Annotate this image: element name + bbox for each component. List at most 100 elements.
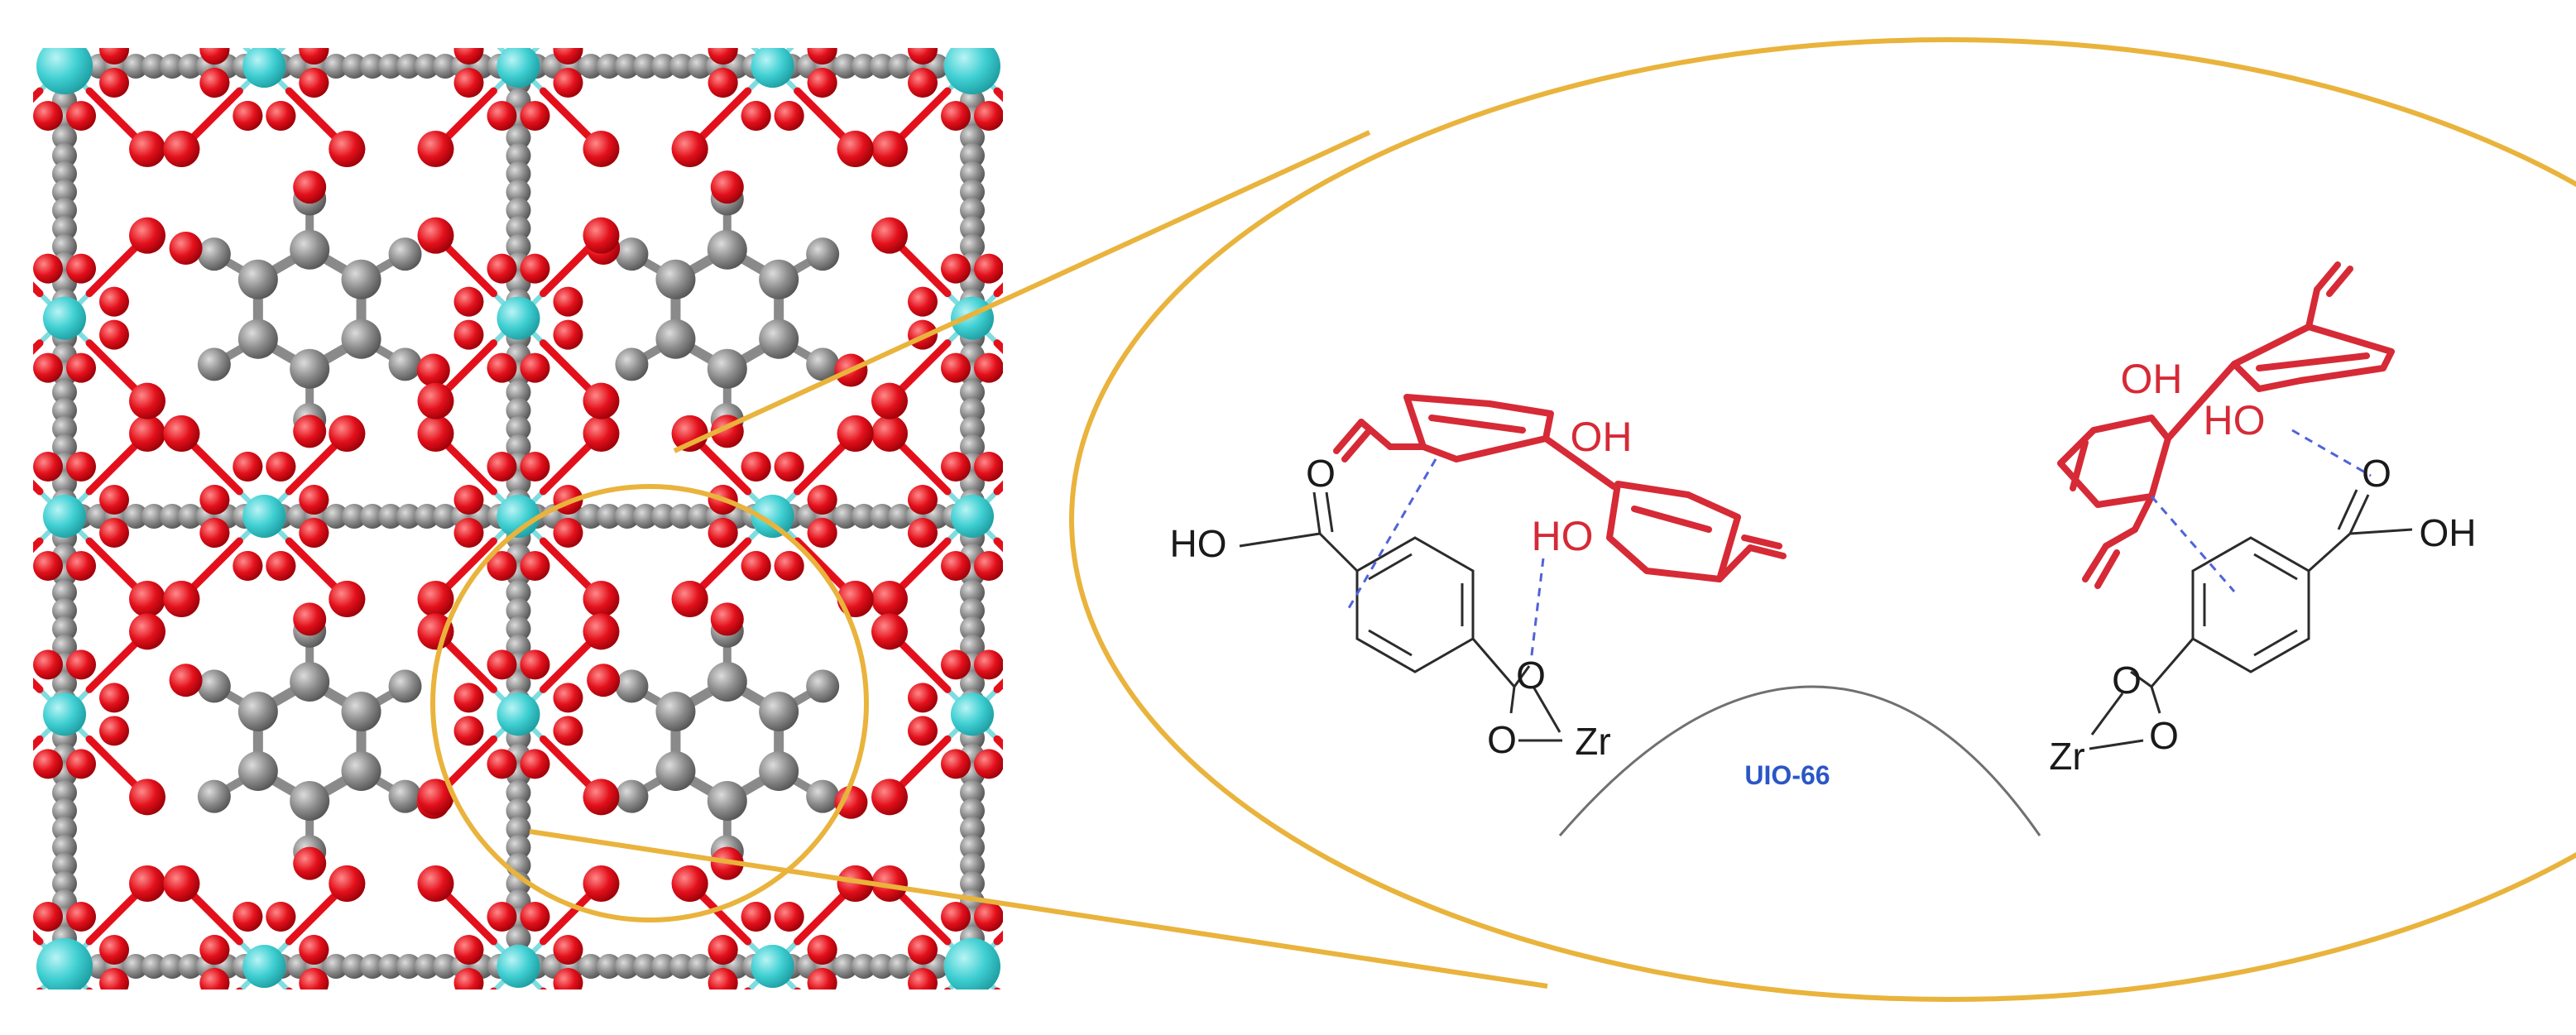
oxygen-atom xyxy=(775,1001,804,1031)
zirconium-atom xyxy=(944,938,1000,989)
oxygen-atom xyxy=(233,902,263,932)
carboxylate-bond xyxy=(798,0,856,41)
oxygen-atom xyxy=(293,170,327,204)
oxygen-atom xyxy=(974,749,1003,779)
oxygen-atom xyxy=(163,0,199,2)
oxygen-atom xyxy=(0,320,30,350)
carbon-atom xyxy=(506,125,531,150)
carbon-atom xyxy=(669,54,694,79)
oxygen-atom xyxy=(587,664,621,697)
carbon-atom xyxy=(597,54,621,79)
zirconium-atom xyxy=(43,692,86,736)
oxygen-atom xyxy=(0,935,30,965)
carbon-atom xyxy=(669,504,694,529)
carbon-atom xyxy=(759,319,799,359)
ring-o-left-1: O xyxy=(1516,654,1546,697)
carbon-atom xyxy=(615,504,640,529)
oxygen-atom xyxy=(1007,683,1037,712)
oxygen-atom xyxy=(553,319,583,350)
carbon-atom xyxy=(615,954,640,979)
oxygen-atom xyxy=(1037,383,1073,419)
carbon-atom xyxy=(506,198,531,223)
oxygen-atom xyxy=(453,968,484,989)
oxygen-atom xyxy=(583,1031,620,1035)
ring-o-right-1: O xyxy=(2112,659,2142,702)
oxygen-atom xyxy=(1007,68,1037,98)
zirconium-atom xyxy=(496,692,540,736)
carbon-atom xyxy=(52,380,77,405)
pi-pi-right xyxy=(2150,496,2236,592)
oxygen-atom xyxy=(129,1031,165,1035)
oxygen-atom xyxy=(66,2,96,31)
zirconium-atom xyxy=(496,296,540,340)
carbon-atom xyxy=(578,54,603,79)
oxygen-atom xyxy=(129,613,165,650)
carbon-atom xyxy=(506,598,531,623)
oxygen-atom xyxy=(417,217,454,254)
carbon-atom xyxy=(615,779,649,813)
oxygen-atom xyxy=(417,865,454,902)
oxygen-atom xyxy=(453,935,484,965)
oxygen-atom xyxy=(487,352,517,383)
carbon-atom xyxy=(52,180,77,204)
oxygen-atom xyxy=(233,2,262,31)
oxygen-atom xyxy=(908,286,938,317)
oxygen-atom xyxy=(329,0,365,2)
oxygen-atom xyxy=(99,683,129,713)
carbon-atom xyxy=(960,580,985,605)
carbon-atom xyxy=(123,54,148,79)
oxygen-atom xyxy=(1037,131,1073,167)
oxygen-atom xyxy=(908,716,938,746)
left-guest-molecule xyxy=(1333,394,1787,582)
carbon-atom xyxy=(197,779,231,813)
carbon-atom xyxy=(651,954,676,979)
carbon-atom xyxy=(433,54,458,79)
carbon-atom xyxy=(806,347,840,381)
oxygen-atom xyxy=(941,253,971,284)
carbon-atom xyxy=(960,635,985,659)
oxygen-atom xyxy=(487,649,517,680)
carbon-atom xyxy=(342,54,367,79)
oxygen-atom xyxy=(0,68,30,98)
oxygen-atom xyxy=(417,415,454,452)
right-guest-molecule xyxy=(2057,261,2395,589)
carboxylate-bond xyxy=(993,678,1003,693)
oxygen-atom xyxy=(66,1001,96,1031)
oxygen-atom xyxy=(974,2,1004,31)
oxygen-atom xyxy=(553,48,583,65)
oxygen-atom xyxy=(837,865,874,902)
oxygen-atom xyxy=(941,749,971,779)
carbon-atom xyxy=(388,779,422,813)
oxygen-atom xyxy=(553,286,583,317)
h-bond-right xyxy=(2291,429,2372,477)
oxygen-atom xyxy=(99,286,129,317)
oxygen-atom xyxy=(33,551,63,581)
oxygen-atom xyxy=(1037,613,1073,649)
oxygen-atom xyxy=(837,1031,874,1035)
zr-right: Zr xyxy=(2049,735,2084,778)
oxygen-atom xyxy=(33,749,63,779)
carbon-atom xyxy=(707,662,747,702)
oxygen-atom xyxy=(329,1031,365,1035)
carbon-atom xyxy=(633,504,658,529)
zirconium-atom xyxy=(242,945,286,988)
oxygen-atom xyxy=(583,581,620,617)
carbon-atom xyxy=(52,234,77,259)
oxygen-atom xyxy=(293,602,327,636)
carboxylate-bond xyxy=(490,987,497,989)
oxygen-atom xyxy=(871,382,908,419)
oxygen-atom xyxy=(583,613,620,650)
carbon-atom xyxy=(960,780,985,805)
acid-oh-right: OH xyxy=(2420,511,2477,554)
carbon-atom xyxy=(378,954,403,979)
carbon-atom xyxy=(52,416,77,441)
oxygen-atom xyxy=(453,68,484,98)
carbon-atom xyxy=(52,853,77,878)
oxygen-atom xyxy=(163,865,200,902)
oxygen-atom xyxy=(871,1031,908,1035)
carbon-atom xyxy=(506,234,531,259)
oxygen-atom xyxy=(974,352,1003,383)
oxygen-atom xyxy=(553,716,583,746)
zirconium-atom xyxy=(43,296,86,340)
